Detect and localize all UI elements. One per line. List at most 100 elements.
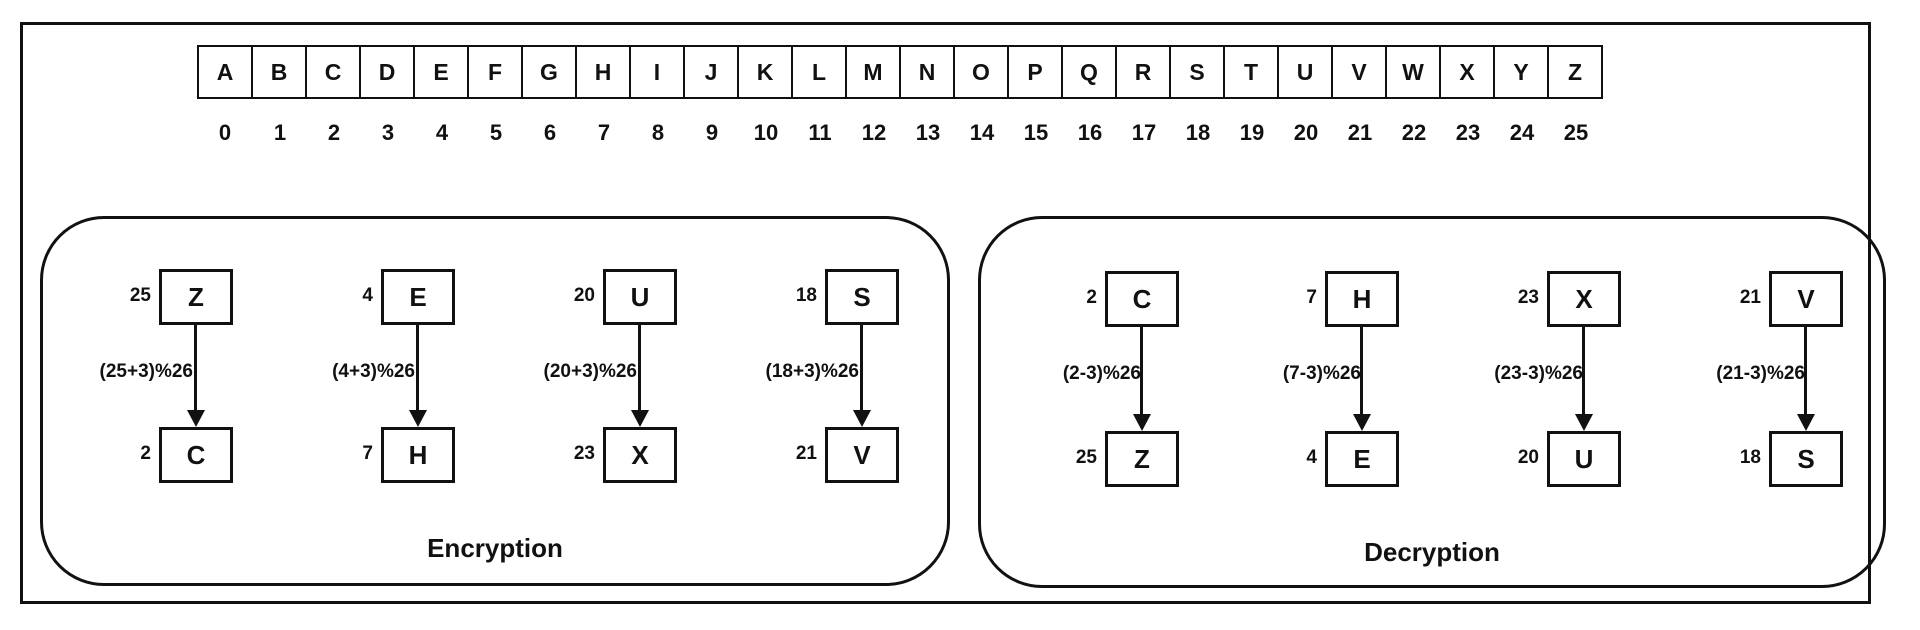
alphabet-cell: T [1223, 45, 1279, 99]
encryption-input-number: 4 [362, 285, 373, 306]
decryption-arrow-shaft [1582, 327, 1585, 414]
alphabet-cell: K [737, 45, 793, 99]
decryption-arrow-head [1797, 414, 1815, 431]
alphabet-cell: Z [1547, 45, 1603, 99]
alphabet-cell: I [629, 45, 685, 99]
alphabet-cell: G [521, 45, 577, 99]
alphabet-cell: H [575, 45, 631, 99]
alphabet-cell: E [413, 45, 469, 99]
alphabet-index: 11 [808, 120, 832, 145]
decryption-output-number: 4 [1306, 447, 1317, 468]
alphabet-cell: B [251, 45, 307, 99]
alphabet-index: 10 [753, 120, 779, 145]
alphabet-cell: Q [1061, 45, 1117, 99]
decryption-formula: (21-3)%26 [1716, 363, 1805, 384]
encryption-output-letter-box: V [825, 427, 899, 483]
alphabet-index: 5 [489, 120, 503, 145]
encryption-arrow-shaft [638, 325, 641, 410]
alphabet-cell: U [1277, 45, 1333, 99]
alphabet-cell: C [305, 45, 361, 99]
alphabet-cell: V [1331, 45, 1387, 99]
alphabet-index: 1 [273, 120, 287, 145]
encryption-arrow-head [853, 410, 871, 427]
encryption-arrow-shaft [194, 325, 197, 410]
alphabet-cell: P [1007, 45, 1063, 99]
alphabet-cell: D [359, 45, 415, 99]
alphabet-index: 15 [1023, 120, 1049, 145]
encryption-input-letter-box: U [603, 269, 677, 325]
alphabet-index: 7 [597, 120, 611, 145]
encryption-arrow-shaft [416, 325, 419, 410]
decryption-input-letter-box: C [1105, 271, 1179, 327]
decryption-title: Decryption [1364, 537, 1500, 567]
encryption-input-letter-box: E [381, 269, 455, 325]
decryption-formula: (2-3)%26 [1062, 363, 1141, 384]
decryption-arrow-shaft [1140, 327, 1143, 414]
decryption-output-letter-box: E [1325, 431, 1399, 487]
decryption-formula: (23-3)%26 [1494, 363, 1583, 384]
alphabet-cell: W [1385, 45, 1441, 99]
alphabet-index: 3 [381, 120, 395, 145]
alphabet-index: 23 [1455, 120, 1481, 145]
encryption-input-letter-box: Z [159, 269, 233, 325]
decryption-output-number: 25 [1075, 447, 1097, 468]
encryption-output-letter-box: C [159, 427, 233, 483]
decryption-output-number: 20 [1517, 447, 1539, 468]
decryption-formula: (7-3)%26 [1282, 363, 1361, 384]
alphabet-index: 2 [327, 120, 341, 145]
encryption-arrow-shaft [860, 325, 863, 410]
decryption-output-letter-box: S [1769, 431, 1843, 487]
encryption-arrow-head [409, 410, 427, 427]
encryption-formula: (20+3)%26 [543, 361, 637, 382]
diagram-frame [20, 22, 1871, 604]
encryption-formula: (4+3)%26 [332, 361, 415, 382]
encryption-arrow-head [187, 410, 205, 427]
alphabet-cell: R [1115, 45, 1171, 99]
alphabet-cell: F [467, 45, 523, 99]
alphabet-index: 16 [1077, 120, 1103, 145]
decryption-arrow-head [1353, 414, 1371, 431]
decryption-output-letter-box: U [1547, 431, 1621, 487]
decryption-input-letter-box: H [1325, 271, 1399, 327]
alphabet-cell: J [683, 45, 739, 99]
decryption-arrow-shaft [1360, 327, 1363, 414]
alphabet-cell: X [1439, 45, 1495, 99]
encryption-formula: (25+3)%26 [99, 361, 193, 382]
alphabet-cell: Y [1493, 45, 1549, 99]
alphabet-index: 25 [1563, 120, 1589, 145]
decryption-arrow-head [1133, 414, 1151, 431]
alphabet-cell: L [791, 45, 847, 99]
encryption-output-number: 21 [795, 443, 817, 464]
encryption-output-letter-box: H [381, 427, 455, 483]
alphabet-index: 22 [1401, 120, 1427, 145]
encryption-input-number: 25 [129, 285, 151, 306]
alphabet-index: 8 [651, 120, 665, 145]
alphabet-index: 17 [1131, 120, 1157, 145]
alphabet-index: 9 [705, 120, 719, 145]
decryption-output-number: 18 [1739, 447, 1761, 468]
encryption-arrow-head [631, 410, 649, 427]
encryption-output-letter-box: X [603, 427, 677, 483]
alphabet-index: 0 [218, 120, 232, 145]
alphabet-index: 13 [915, 120, 941, 145]
alphabet-index: 14 [969, 120, 995, 145]
alphabet-cell: M [845, 45, 901, 99]
encryption-output-number: 7 [362, 443, 373, 464]
decryption-output-letter-box: Z [1105, 431, 1179, 487]
alphabet-cell: N [899, 45, 955, 99]
alphabet-index: 21 [1347, 120, 1373, 145]
alphabet-index: 20 [1293, 120, 1319, 145]
alphabet-cell: S [1169, 45, 1225, 99]
alphabet-cell: A [197, 45, 253, 99]
encryption-output-number: 23 [573, 443, 595, 464]
decryption-input-number: 7 [1306, 287, 1317, 308]
decryption-arrow-shaft [1804, 327, 1807, 414]
encryption-input-letter-box: S [825, 269, 899, 325]
decryption-input-number: 21 [1739, 287, 1761, 308]
alphabet-index: 19 [1239, 120, 1265, 145]
alphabet-index: 12 [861, 120, 887, 145]
encryption-input-number: 18 [795, 285, 817, 306]
